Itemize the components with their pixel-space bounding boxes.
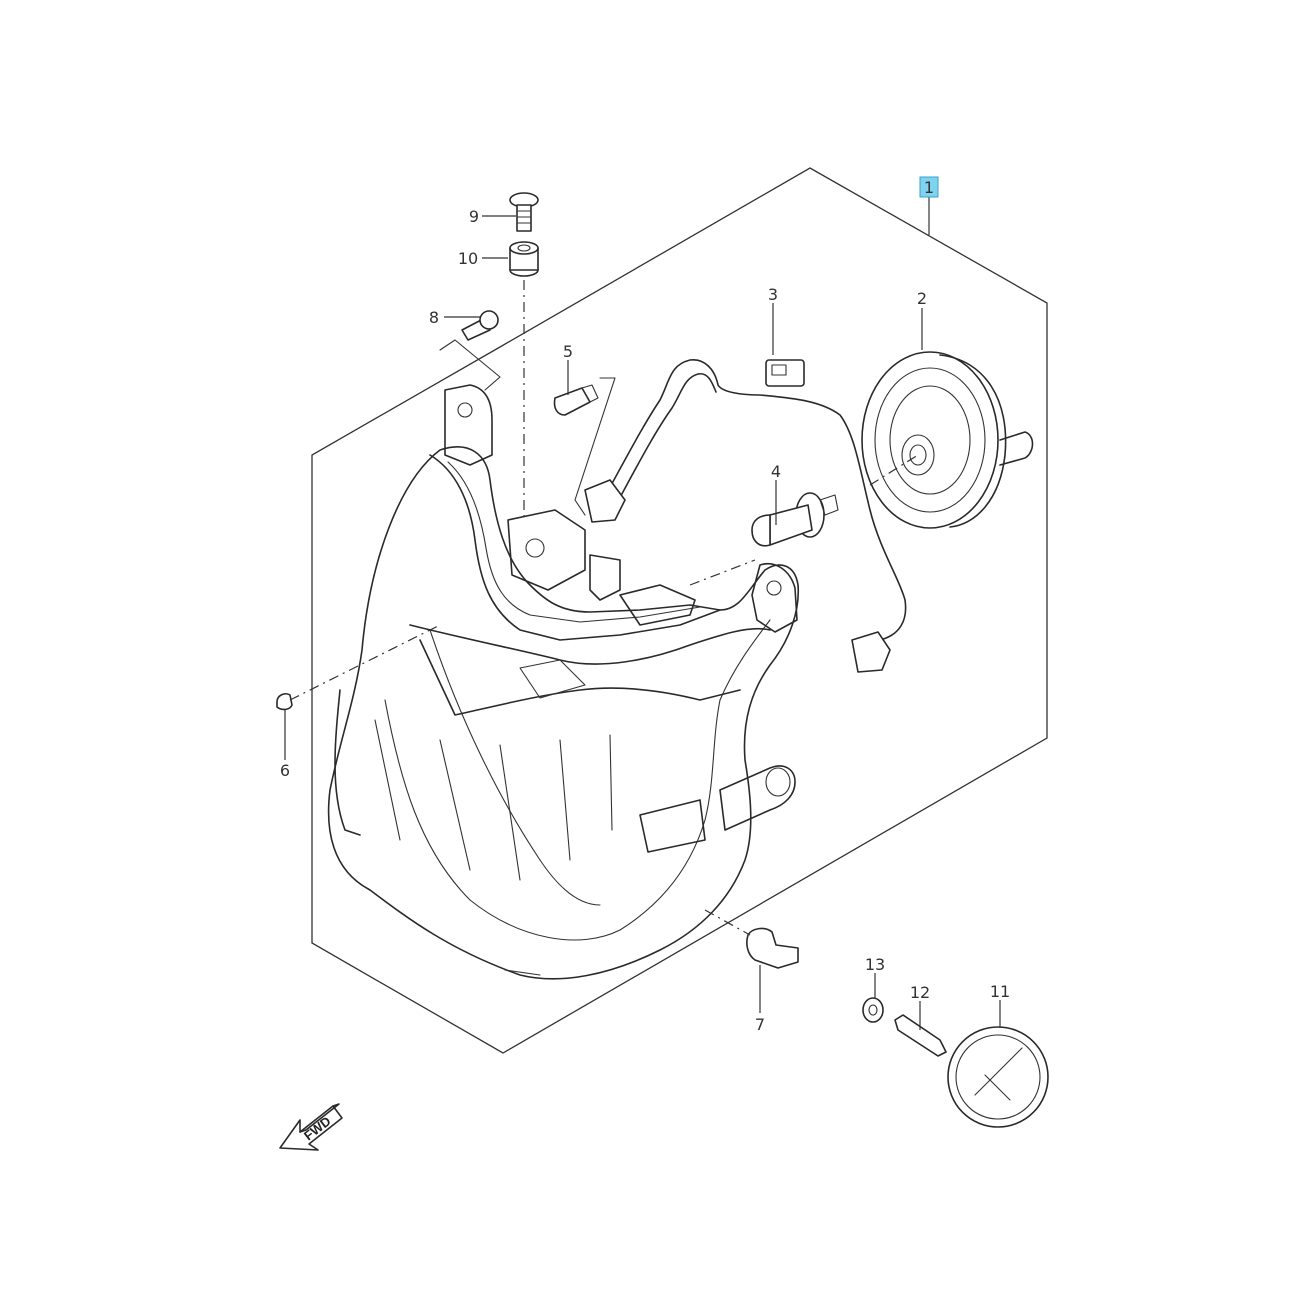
wiring-harness-part-3 (584, 359, 907, 673)
screw-part-8 (461, 310, 499, 341)
callout-13[interactable]: 13 (865, 955, 885, 974)
callout-10[interactable]: 10 (458, 249, 478, 268)
assembly-line-4 (689, 559, 756, 586)
assembly-line-7 (704, 909, 751, 936)
headlamp-housing (327, 384, 800, 980)
cap-part-11 (947, 1026, 1049, 1128)
callout-1[interactable]: 1 (924, 178, 934, 197)
callout-2[interactable]: 2 (917, 289, 927, 308)
fwd-arrow: FWD (279, 1103, 343, 1151)
grommet-part-6 (276, 693, 293, 711)
bulb-part-4 (751, 492, 839, 547)
assembly-line-6 (289, 624, 441, 701)
assembly-line-2 (869, 454, 919, 486)
grommet-part-10 (509, 241, 539, 277)
position-bulb-part-5 (553, 384, 599, 416)
assembly-boundary (311, 167, 1048, 1054)
washer-part-13 (862, 997, 884, 1023)
callout-9[interactable]: 9 (469, 207, 479, 226)
callout-12[interactable]: 12 (910, 983, 930, 1002)
assembly-line-8 (439, 339, 501, 391)
callout-11[interactable]: 11 (990, 982, 1010, 1001)
callout-7[interactable]: 7 (755, 1015, 765, 1034)
callout-1-highlight (919, 176, 939, 198)
callout-3[interactable]: 3 (768, 285, 778, 304)
socket-cover-part-2 (861, 351, 1034, 529)
callout-4[interactable]: 4 (771, 462, 781, 481)
adjuster-part-7 (746, 927, 799, 969)
callout-8[interactable]: 8 (429, 308, 439, 327)
bolt-part-9 (509, 192, 539, 232)
pin-part-12 (894, 1014, 947, 1057)
callout-6[interactable]: 6 (280, 761, 290, 780)
assembly-line-5 (574, 377, 616, 516)
callout-5[interactable]: 5 (563, 342, 573, 361)
